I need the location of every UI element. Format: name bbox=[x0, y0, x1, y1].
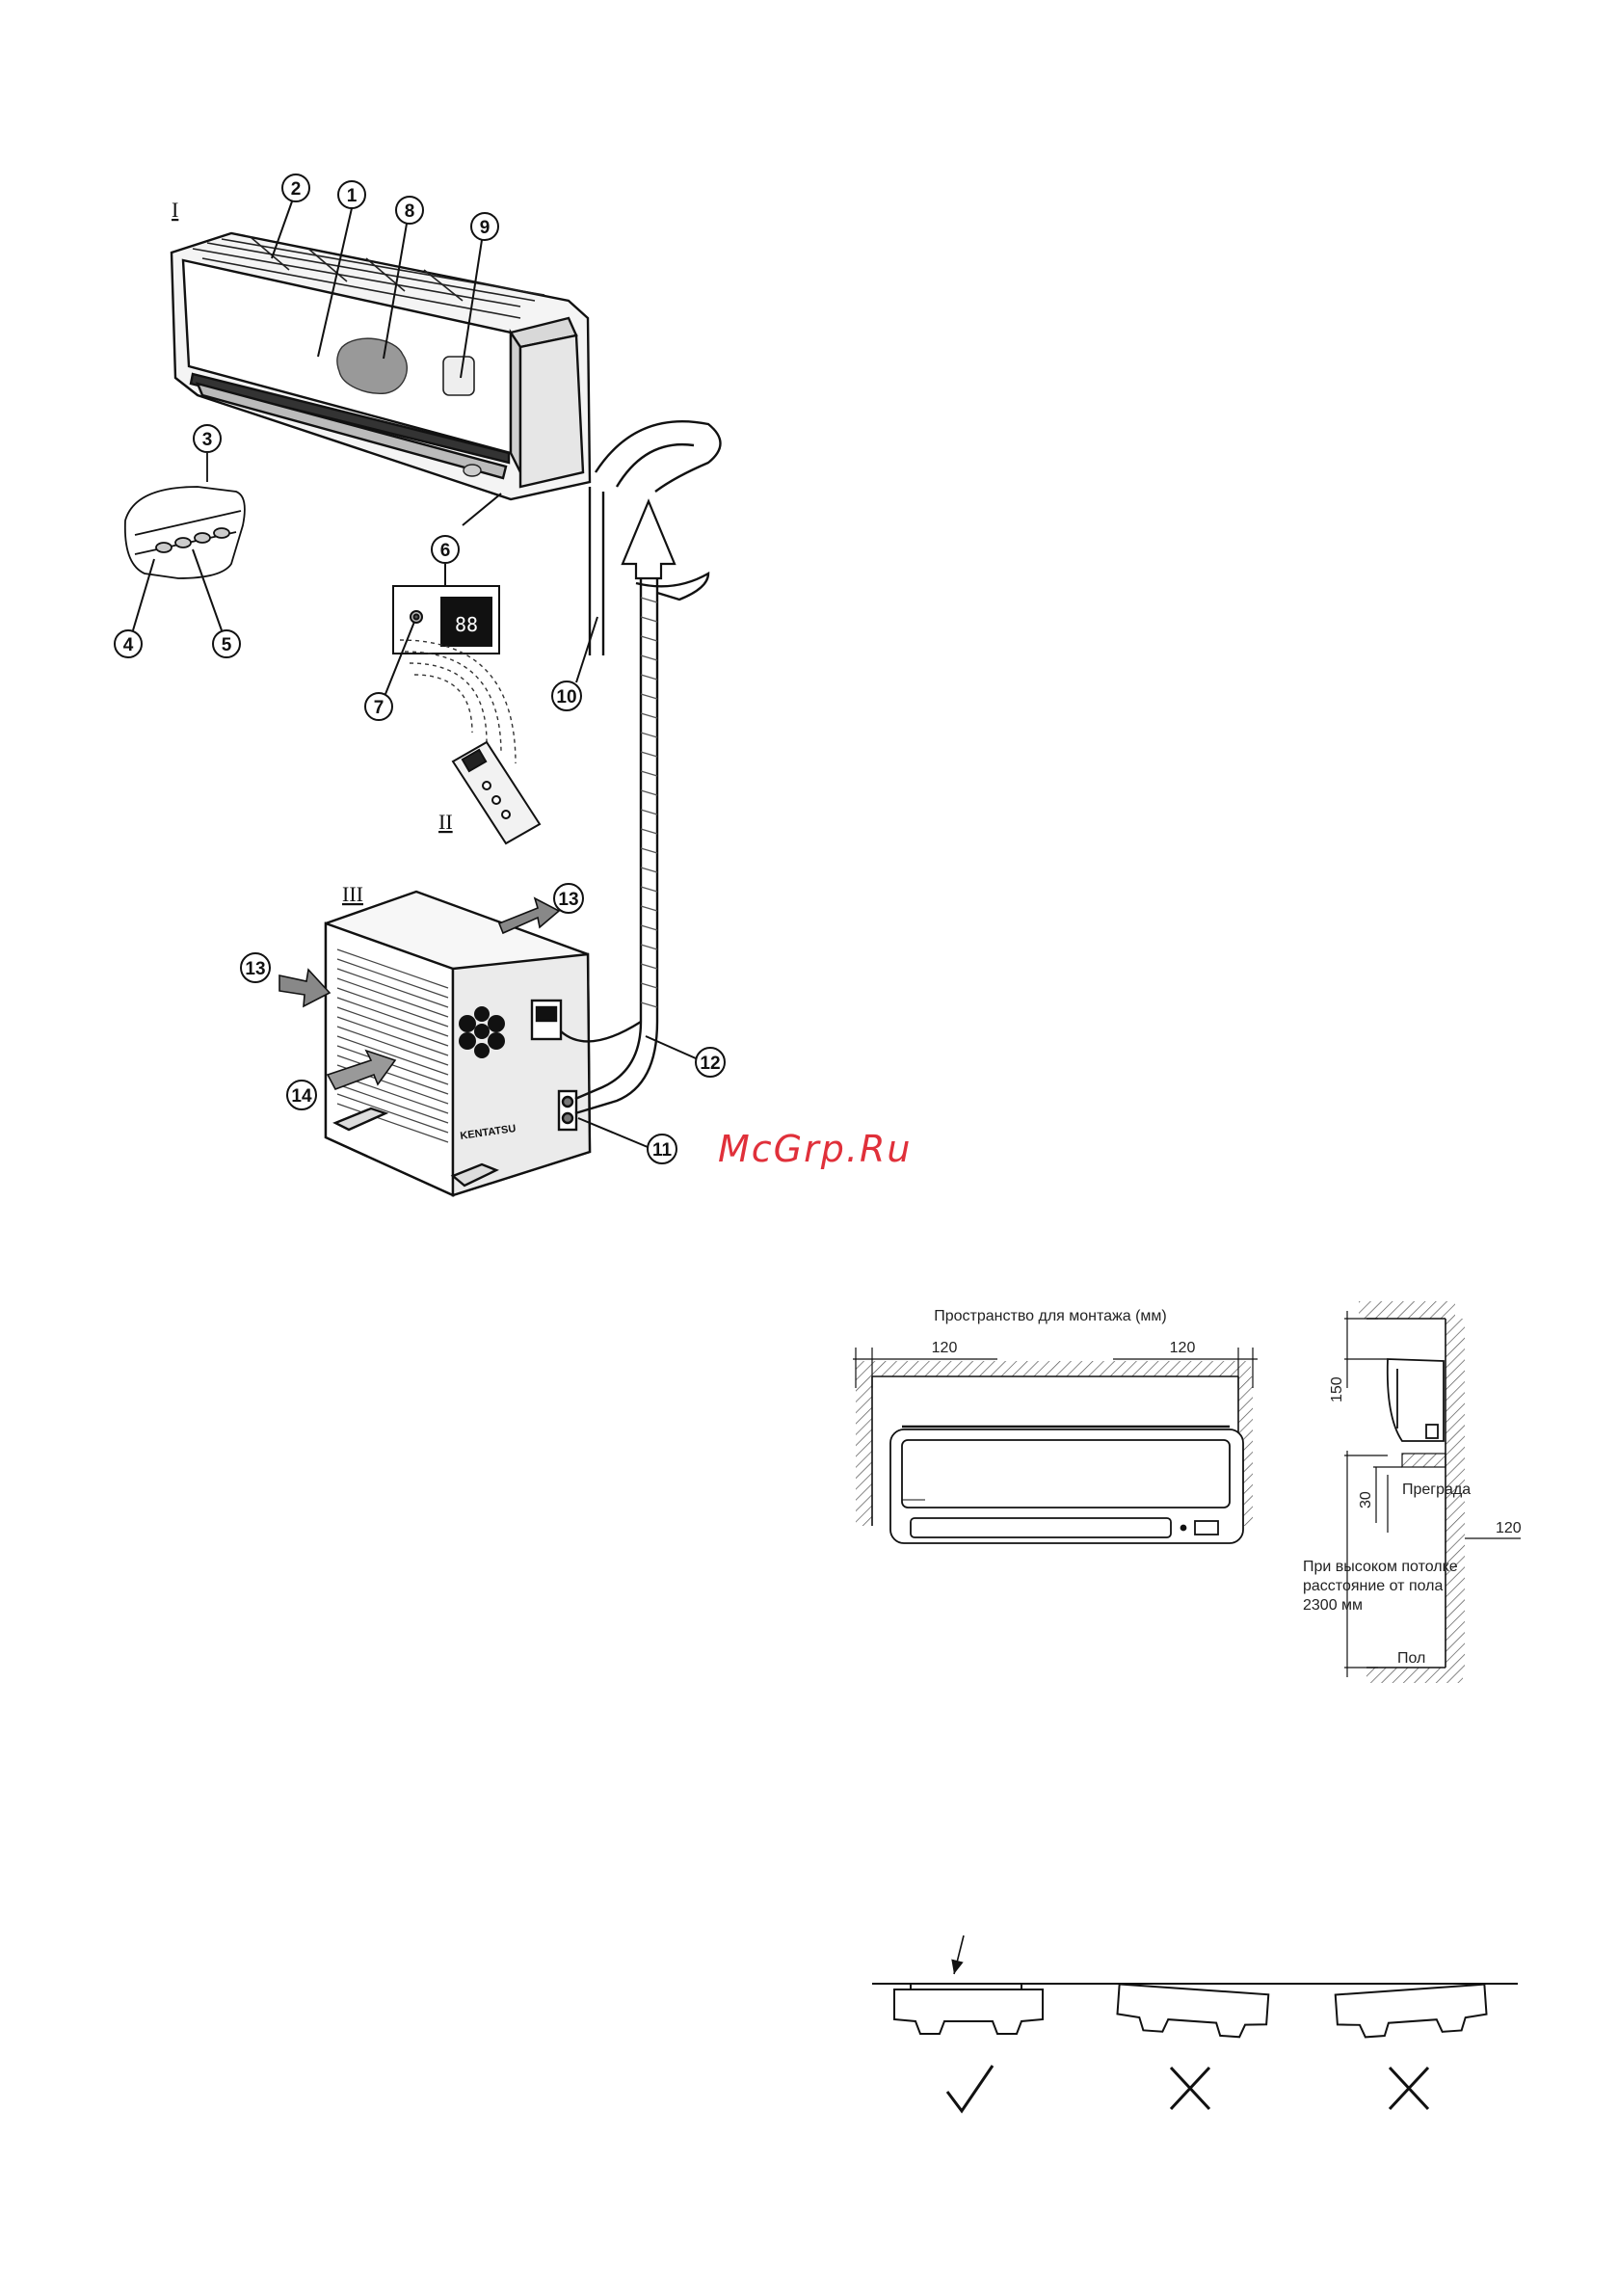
obstacle-label: Преграда bbox=[1402, 1482, 1471, 1498]
unit-level-correct bbox=[894, 1984, 1043, 2034]
installation-clearance-figure: Пространство для монтажа (мм) 120 120 bbox=[853, 1301, 1522, 1683]
callout-11: 11 bbox=[578, 1118, 676, 1163]
callout-9-label: 9 bbox=[480, 218, 491, 238]
clearance-title: Пространство для монтажа (мм) bbox=[934, 1308, 1167, 1324]
cross-mark-icon-2 bbox=[1390, 2068, 1428, 2109]
callout-6-label: 6 bbox=[440, 541, 451, 561]
height-note-line2: расстояние от пола bbox=[1303, 1578, 1443, 1594]
floor-label: Пол bbox=[1397, 1650, 1425, 1667]
callout-2-label: 2 bbox=[291, 179, 302, 200]
level-arrow-icon bbox=[954, 1936, 964, 1974]
up-arrow-icon bbox=[623, 501, 675, 578]
air-intake-arrow-left-icon bbox=[279, 970, 330, 1006]
indoor-unit-front bbox=[890, 1427, 1243, 1543]
callout-14: 14 bbox=[287, 1081, 316, 1109]
left-gap-label: 120 bbox=[932, 1340, 958, 1356]
display-digits: 88 bbox=[455, 613, 478, 636]
callout-1-label: 1 bbox=[347, 186, 358, 206]
callout-13b: 13 bbox=[241, 953, 270, 982]
check-mark-icon bbox=[947, 2066, 993, 2111]
callout-4-label: 4 bbox=[123, 635, 134, 655]
callout-13b-label: 13 bbox=[245, 959, 265, 979]
cross-mark-icon-1 bbox=[1171, 2068, 1209, 2109]
remote-control bbox=[453, 742, 540, 843]
indoor-unit-side bbox=[1388, 1359, 1444, 1441]
mounting-level-figure bbox=[872, 1936, 1518, 2111]
louver-detail bbox=[125, 453, 245, 578]
height-note-line3: 2300 мм bbox=[1303, 1597, 1363, 1614]
roman-label-1: I bbox=[172, 198, 178, 222]
callout-6: 6 bbox=[432, 494, 501, 563]
system-overview-figure: 88 bbox=[115, 174, 725, 1195]
infrared-waves bbox=[400, 640, 516, 763]
callout-13a-label: 13 bbox=[558, 890, 578, 910]
callout-7-label: 7 bbox=[374, 698, 385, 718]
indoor-unit bbox=[172, 233, 590, 499]
callout-8-label: 8 bbox=[405, 201, 415, 222]
callout-12-label: 12 bbox=[700, 1054, 720, 1074]
front-view: 120 120 bbox=[853, 1340, 1258, 1543]
outdoor-unit: KENTATSU bbox=[326, 892, 590, 1195]
height-note-line1: При высоком потолке bbox=[1303, 1559, 1458, 1575]
callout-5-label: 5 bbox=[222, 635, 232, 655]
unit-tilted-wrong-2 bbox=[1336, 1985, 1488, 2040]
roman-label-2: II bbox=[438, 810, 453, 834]
roman-label-3: III bbox=[342, 882, 363, 906]
callout-11-label: 11 bbox=[652, 1140, 673, 1161]
callout-13a: 13 bbox=[554, 884, 583, 913]
bottom-gap-label: 30 bbox=[1358, 1491, 1374, 1508]
side-gap-label: 120 bbox=[1496, 1520, 1522, 1536]
callout-3-label: 3 bbox=[202, 430, 213, 450]
callout-3: 3 bbox=[194, 425, 221, 452]
watermark-text: McGrp.Ru bbox=[718, 1128, 912, 1170]
air-intake-arrow-top-icon bbox=[499, 898, 559, 933]
callout-10-label: 10 bbox=[556, 687, 576, 707]
side-view: 150 30 Преграда 120 При высоком потолке … bbox=[1303, 1301, 1522, 1683]
right-gap-label: 120 bbox=[1170, 1340, 1196, 1356]
callout-14-label: 14 bbox=[291, 1086, 312, 1107]
callout-12: 12 bbox=[646, 1036, 725, 1077]
unit-tilted-wrong-1 bbox=[1116, 1984, 1268, 2039]
top-gap-label: 150 bbox=[1329, 1376, 1345, 1402]
